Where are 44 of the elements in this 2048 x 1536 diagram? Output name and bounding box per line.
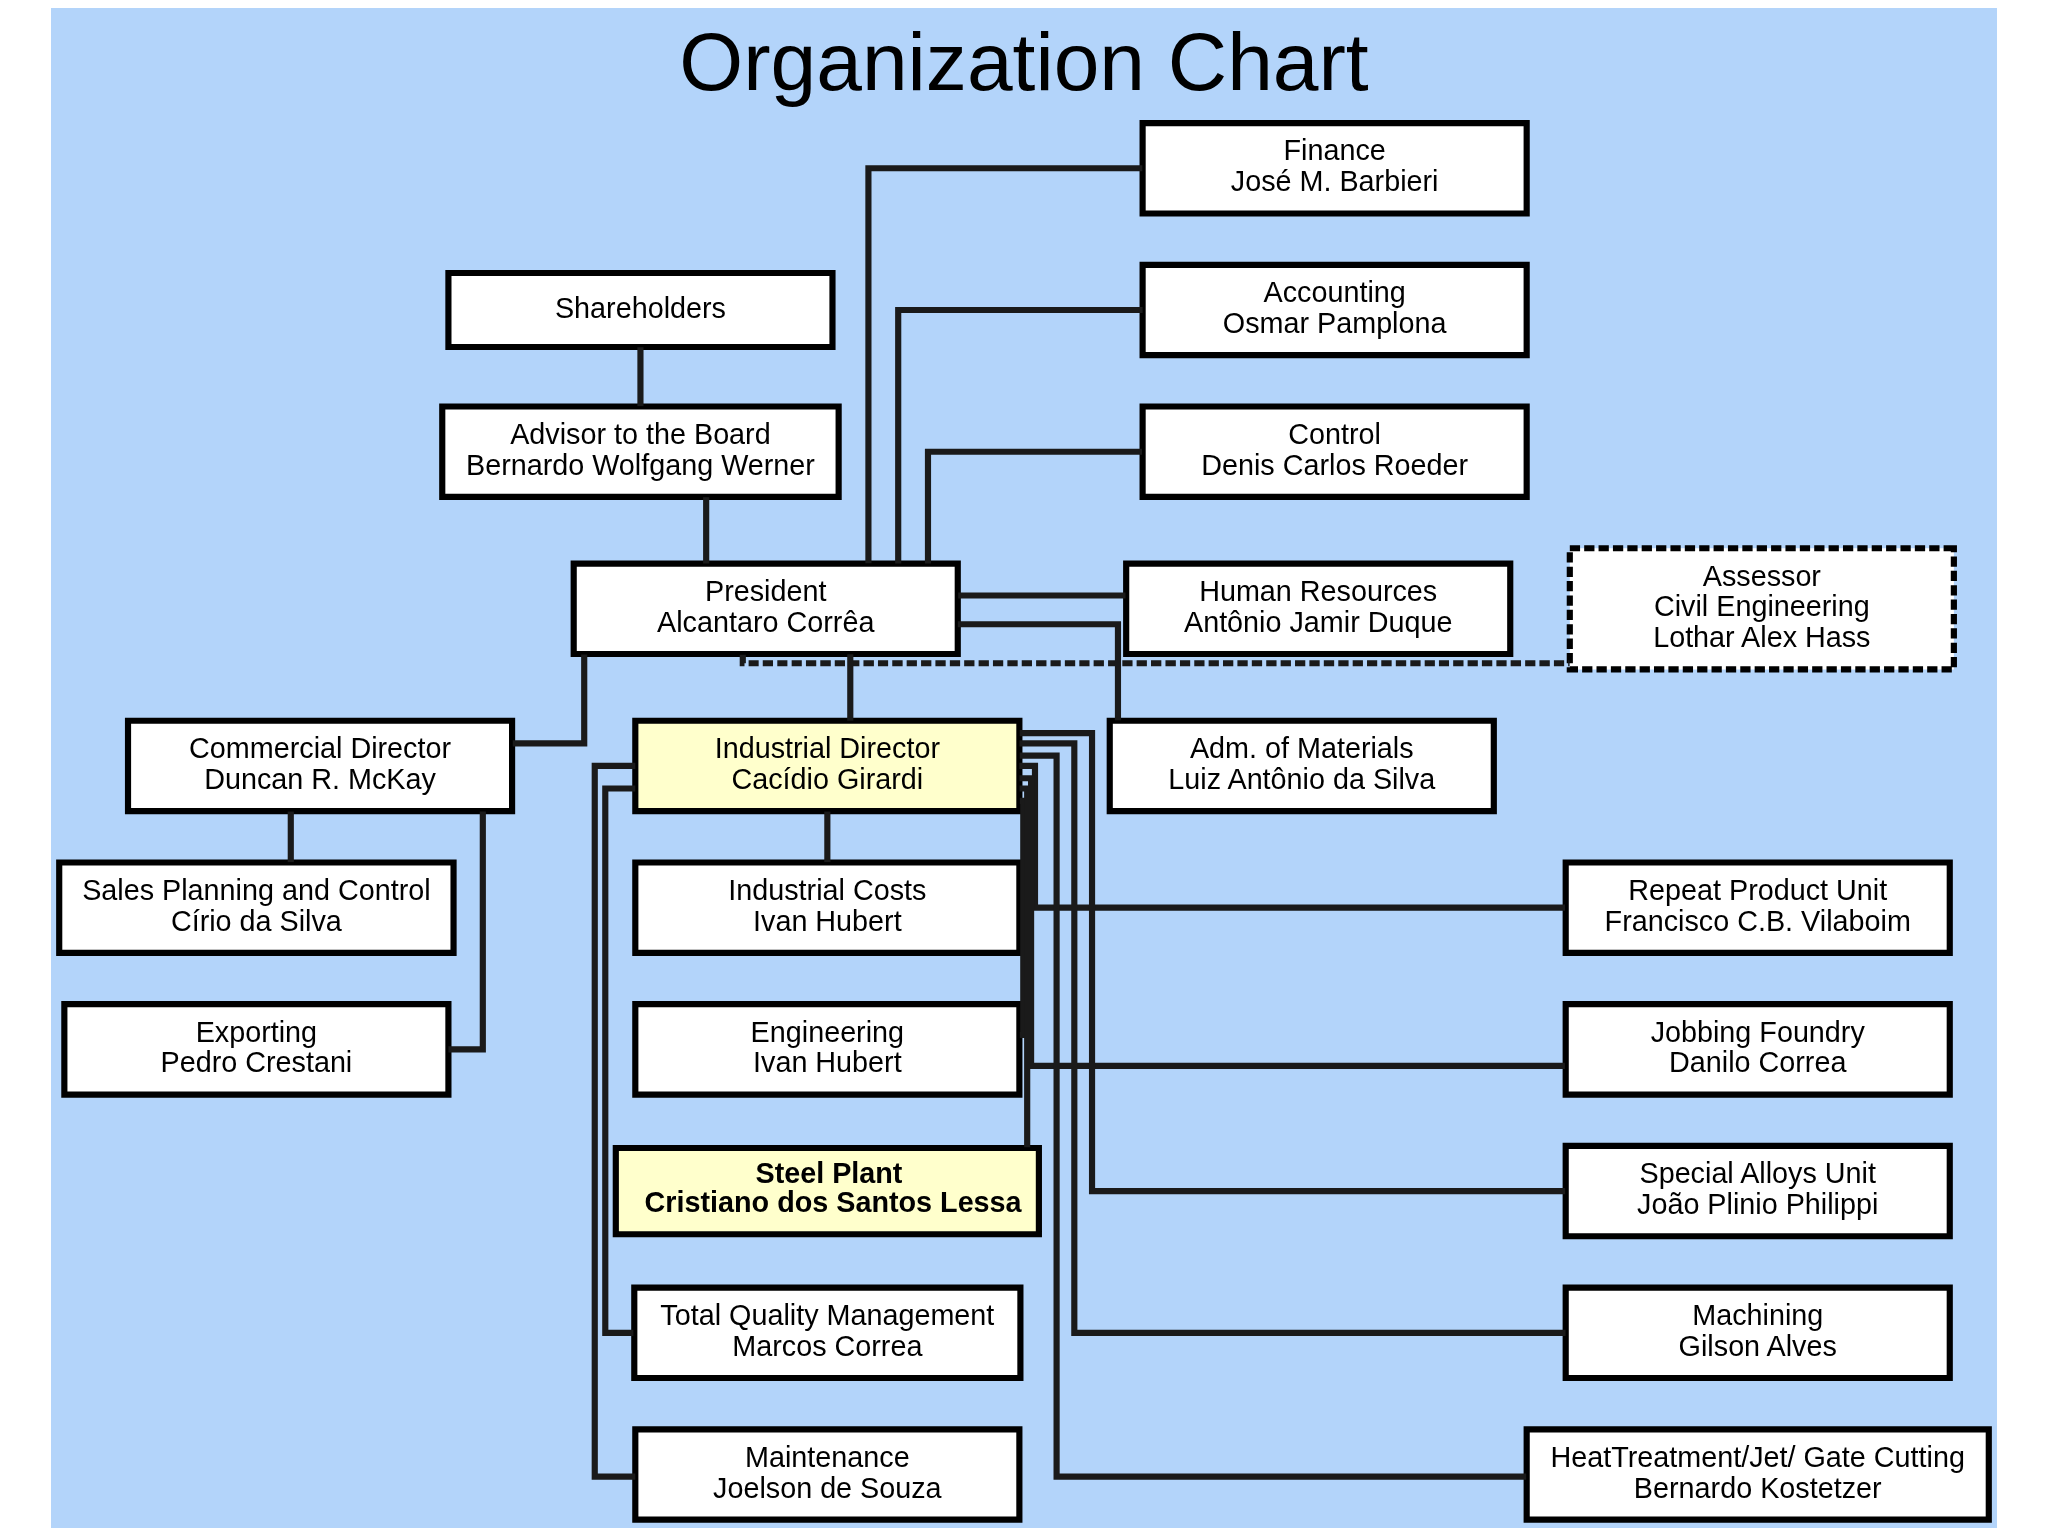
connector xyxy=(739,654,1570,667)
connector xyxy=(895,306,1143,564)
node-box: Control Denis Carlos Roeder xyxy=(1139,403,1530,500)
node-box: Human Resources Antônio Jamir Duque xyxy=(1123,560,1514,658)
node-box: Machining Gilson Alves xyxy=(1562,1284,1953,1382)
connector xyxy=(1019,740,1566,1336)
connector xyxy=(958,592,1126,599)
connector xyxy=(865,165,1143,564)
connector xyxy=(924,448,1143,564)
node-box: Special Alloys Unit João Plinio Philippi xyxy=(1562,1142,1953,1240)
node-box: Engineering Ivan Hubert xyxy=(632,1001,1023,1098)
node-box: Finance José M. Barbieri xyxy=(1139,120,1530,217)
node-box: Repeat Product Unit Francisco C.B. Vilaboim xyxy=(1562,859,1953,956)
node-box: President Alcantaro Corrêa xyxy=(570,560,961,658)
node-box: Assessor Civil Engineering Lothar Alex Hass xyxy=(1566,545,1957,673)
connector xyxy=(1019,797,1027,1039)
node-box: Maintenance Joelson de Souza xyxy=(632,1426,1023,1523)
node-box: Accounting Osmar Pamplona xyxy=(1139,261,1530,359)
diagram-title: Organization Chart xyxy=(679,16,1369,108)
node-box: Sales Planning and Control Círio da Silva xyxy=(56,859,457,956)
connector xyxy=(847,654,854,721)
connector xyxy=(1019,762,1565,911)
connector xyxy=(602,785,636,1336)
connector xyxy=(1019,752,1527,1480)
connector xyxy=(1019,775,1565,1069)
node-box: Industrial Director Cacídio Girardi xyxy=(632,717,1023,815)
connector xyxy=(957,621,1122,721)
node-box: Adm. of Materials Luiz Antônio da Silva xyxy=(1106,717,1497,815)
connector xyxy=(1019,785,1031,1148)
node-box: Steel Plant Cristiano dos Santos Lessa xyxy=(612,1144,1042,1238)
connector xyxy=(703,497,710,564)
connector xyxy=(512,654,588,747)
connector xyxy=(824,811,831,863)
node-box: Jobbing Foundry Danilo Correa xyxy=(1562,1001,1953,1098)
node-box: Total Quality Management Marcos Correa xyxy=(631,1284,1024,1382)
node-box: Industrial Costs Ivan Hubert xyxy=(632,859,1023,956)
node-box: Exporting Pedro Crestani xyxy=(61,1001,452,1098)
node-box: HeatTreatment/Jet/ Gate Cutting Bernardo Kostetzer xyxy=(1523,1426,1992,1523)
connector xyxy=(1019,730,1566,1195)
node-box: Shareholders xyxy=(445,269,836,351)
connector xyxy=(637,347,644,407)
connector xyxy=(287,811,294,863)
node-box: Advisor to the Board Bernardo Wolfgang Werner xyxy=(439,403,842,500)
node-box: Commercial Director Duncan R. McKay xyxy=(124,717,516,815)
